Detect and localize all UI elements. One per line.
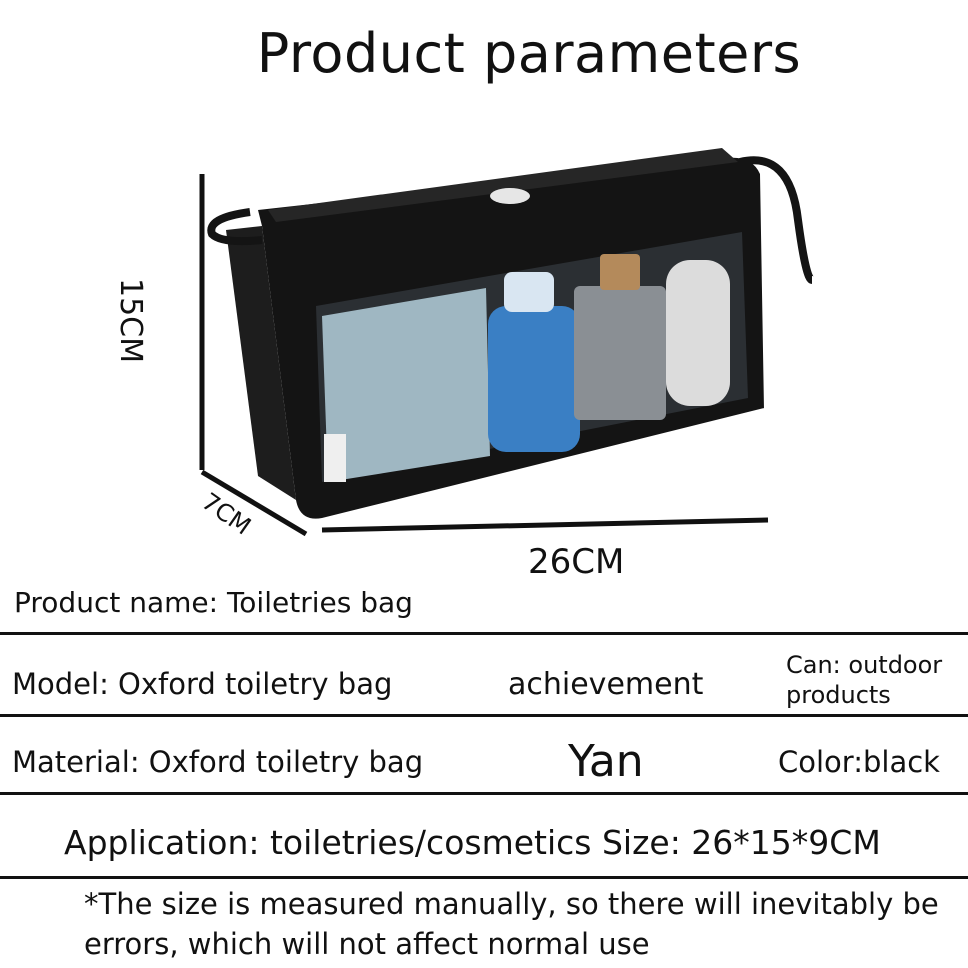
can-text: Can: outdoor products (786, 651, 943, 709)
blue-bottle (488, 306, 580, 452)
measurement-note: *The size is measured manually, so there… (84, 887, 939, 961)
toiletry-bag-illustration (199, 148, 815, 537)
towel-item (322, 288, 490, 482)
travel-tag (324, 434, 346, 482)
divider-3 (0, 792, 968, 795)
yan-text: Yan (568, 736, 644, 787)
product-name-text: Product name: Toiletries bag (14, 586, 413, 619)
bag-side (226, 226, 296, 500)
application-text: Application: toiletries/cosmetics Size: … (64, 823, 881, 862)
product-figure: 15CM 7CM 26CM (0, 110, 968, 590)
width-label: 26CM (528, 542, 625, 582)
right-strap (739, 156, 815, 284)
material-text: Material: Oxford toiletry bag (12, 745, 424, 779)
color-text: Color:black (778, 745, 940, 779)
achievement-text: achievement (508, 667, 704, 702)
height-label: 15CM (113, 278, 148, 364)
divider-4 (0, 876, 968, 879)
white-bottle (666, 260, 730, 406)
bottle-cap (504, 272, 554, 312)
perfume-cap (600, 254, 640, 290)
page-title: Product parameters (256, 22, 802, 85)
model-text: Model: Oxford toiletry bag (12, 667, 393, 701)
depth-dimension-line (200, 469, 308, 537)
width-dimension-line (321, 517, 769, 533)
perfume-bottle (574, 286, 666, 420)
divider-2 (0, 714, 968, 717)
divider-1 (0, 632, 968, 635)
zipper-pull (490, 188, 530, 204)
bag-zipper (268, 148, 738, 222)
left-handle (207, 208, 263, 246)
